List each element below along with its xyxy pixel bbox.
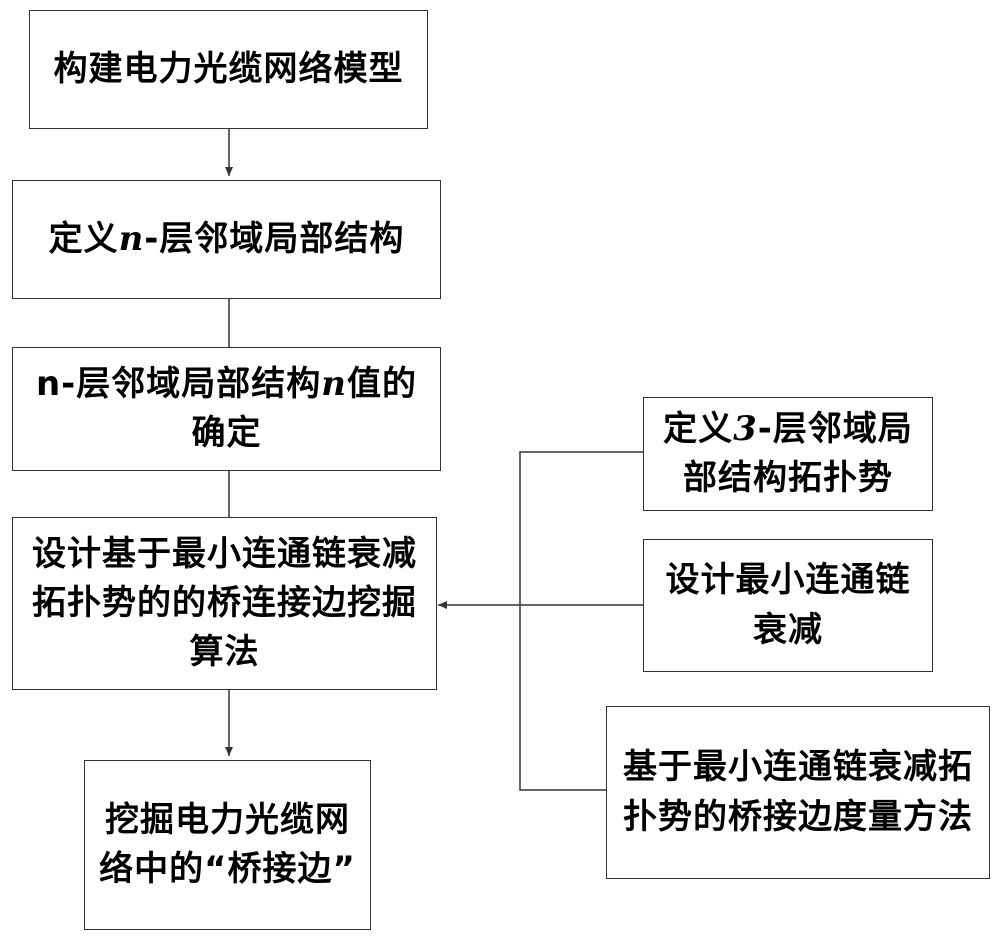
side-1-label: 定义3-层邻域局部结构拓扑势: [654, 405, 922, 504]
step-build-network-model: 构建电力光缆网络模型: [29, 10, 428, 129]
step-2-label: 定义n-层邻域局部结构: [49, 215, 405, 264]
step-design-algorithm: 设计基于最小连通链衰减拓扑势的的桥连接边挖掘算法: [12, 517, 437, 690]
side-3-label: 基于最小连通链衰减拓扑势的桥接边度量方法: [617, 743, 979, 842]
step-1-label: 构建电力光缆网络模型: [54, 45, 404, 94]
step-3-label: n-层邻域局部结构n值的确定: [23, 360, 430, 459]
side-bridge-edge-metric: 基于最小连通链衰减拓扑势的桥接边度量方法: [606, 706, 990, 879]
side-2-label: 设计最小连通链衰减: [654, 556, 922, 655]
step-5-label: 挖掘电力光缆网络中的“桥接边”: [95, 796, 360, 895]
side-design-min-chain-decay: 设计最小连通链衰减: [643, 539, 933, 672]
step-4-label: 设计基于最小连通链衰减拓扑势的的桥连接边挖掘算法: [23, 530, 426, 678]
step-mine-bridge-edges: 挖掘电力光缆网络中的“桥接边”: [84, 760, 371, 930]
step-define-n-layer-structure: 定义n-层邻域局部结构: [12, 180, 441, 299]
side-define-3-layer-potential: 定义3-层邻域局部结构拓扑势: [643, 397, 933, 511]
step-determine-n-value: n-层邻域局部结构n值的确定: [12, 347, 441, 471]
